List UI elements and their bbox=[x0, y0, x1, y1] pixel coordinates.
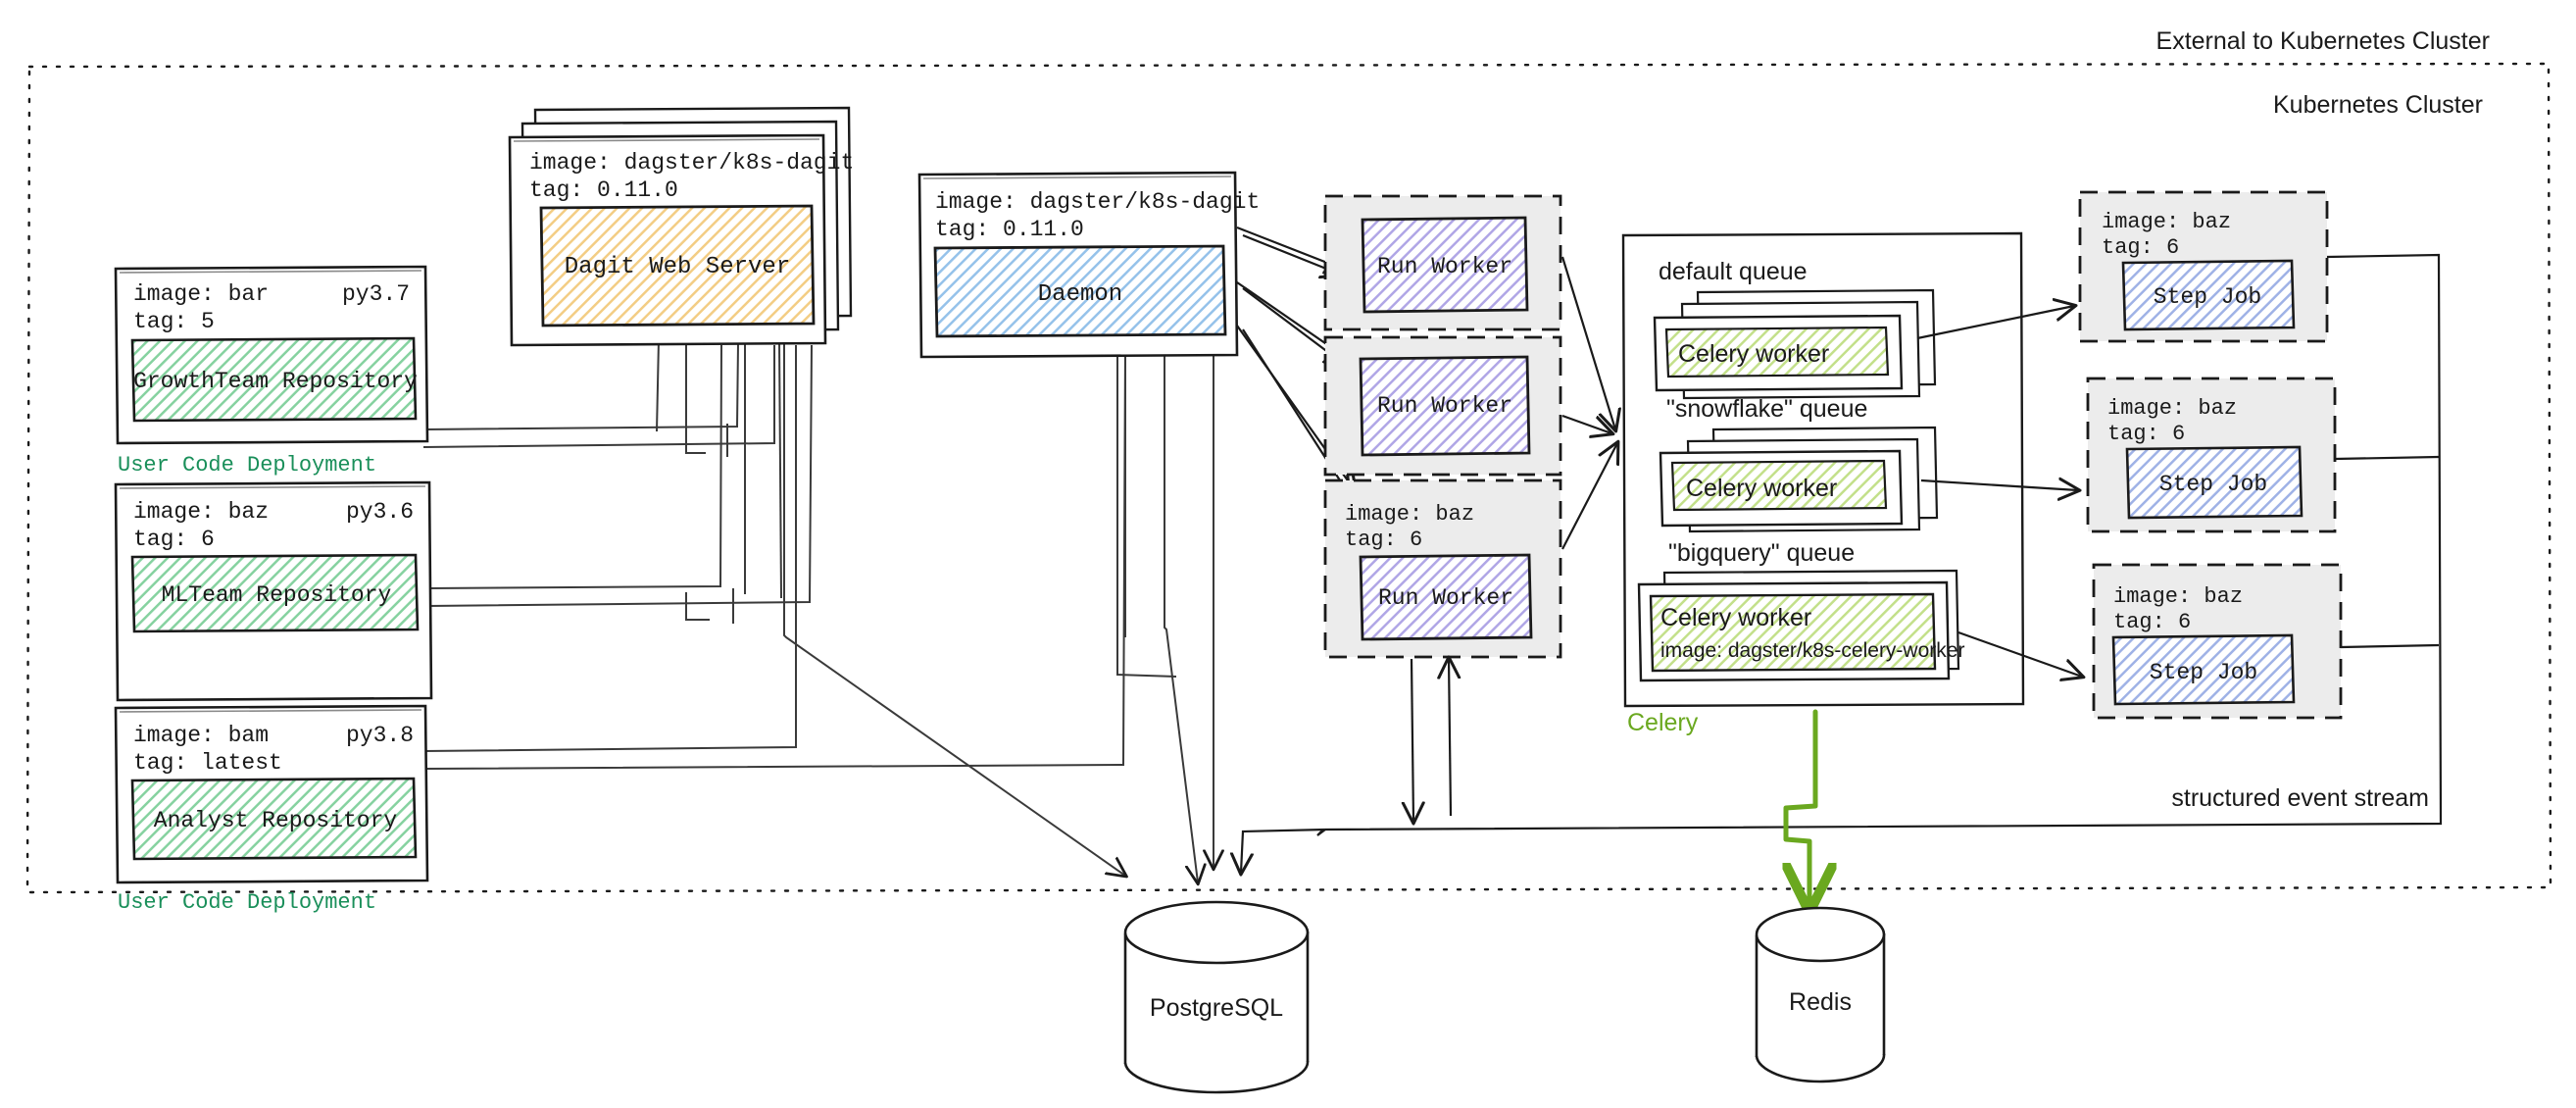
step-job-3-image: image: baz bbox=[2113, 584, 2243, 609]
postgresql-database[interactable]: PostgreSQL bbox=[1123, 900, 1310, 1094]
celery-to-redis-arrow bbox=[1786, 709, 1815, 908]
redis-label: Redis bbox=[1789, 988, 1852, 1016]
run-worker-1-title: Run Worker bbox=[1377, 254, 1512, 279]
deployment-1-image: image: bar bbox=[133, 281, 269, 307]
deployment-3-repository-label: Analyst Repository bbox=[154, 808, 398, 833]
event-stream-label: structured event stream bbox=[2171, 784, 2429, 812]
celery-container[interactable]: default queue Celery worker "snowflake" … bbox=[1621, 231, 2025, 736]
step-job-2-tag: tag: 6 bbox=[2107, 422, 2185, 446]
run-worker-to-celery-arrows bbox=[1560, 256, 1617, 550]
step-job-2[interactable]: image: baz tag: 6 Step Job bbox=[2086, 377, 2337, 533]
run-worker-2-title: Run Worker bbox=[1377, 393, 1512, 419]
daemon-tag: tag: 0.11.0 bbox=[935, 217, 1084, 242]
deployment-3-tag: tag: latest bbox=[133, 750, 282, 776]
step-job-2-image: image: baz bbox=[2107, 396, 2237, 421]
deployment-2-tag: tag: 6 bbox=[133, 527, 215, 552]
celery-label: Celery bbox=[1627, 709, 1699, 736]
run-worker-3-image: image: baz bbox=[1345, 502, 1474, 527]
cluster-boundary-label: Kubernetes Cluster bbox=[2273, 91, 2483, 119]
deployment-1-tag: tag: 5 bbox=[133, 309, 215, 334]
run-worker-2[interactable]: Run Worker bbox=[1323, 335, 1562, 477]
celery-worker-stack-1[interactable]: Celery worker bbox=[1653, 288, 1937, 400]
step-job-1-tag: tag: 6 bbox=[2102, 235, 2179, 260]
dagit-web-server[interactable]: image: dagster/k8s-dagit tag: 0.11.0 Dag… bbox=[508, 106, 854, 347]
step-job-3-title: Step Job bbox=[2150, 660, 2257, 685]
run-worker-event-stream-arrows bbox=[1412, 659, 1451, 822]
run-worker-3[interactable]: image: baz tag: 6 Run Worker bbox=[1323, 478, 1562, 659]
daemon-title: Daemon bbox=[1038, 281, 1122, 308]
run-worker-3-tag: tag: 6 bbox=[1345, 528, 1422, 552]
step-job-2-title: Step Job bbox=[2159, 472, 2267, 497]
external-boundary: External to Kubernetes Cluster bbox=[2156, 27, 2490, 55]
event-stream-to-postgres bbox=[1241, 828, 1326, 873]
user-code-deployment-2[interactable]: image: baz tag: 6 py3.6 MLTeam Repositor… bbox=[114, 480, 433, 734]
celery-worker-3-label: Celery worker bbox=[1660, 604, 1811, 631]
redis-database[interactable]: Redis bbox=[1755, 906, 1886, 1083]
celery-worker-2-label: Celery worker bbox=[1686, 475, 1837, 502]
connector-lines bbox=[422, 294, 1214, 882]
step-job-1-title: Step Job bbox=[2154, 284, 2261, 310]
deployment-3-python-version: py3.8 bbox=[346, 723, 414, 748]
kubernetes-cluster-boundary: Kubernetes Cluster bbox=[25, 62, 2552, 894]
queue-2-label: "snowflake" queue bbox=[1666, 395, 1867, 423]
user-code-deployment-1[interactable]: image: bar tag: 5 py3.7 GrowthTeam Repos… bbox=[114, 265, 429, 478]
step-job-1-image: image: baz bbox=[2102, 210, 2231, 234]
postgresql-label: PostgreSQL bbox=[1150, 994, 1283, 1022]
queue-3-label: "bigquery" queue bbox=[1668, 539, 1855, 567]
step-job-3-tag: tag: 6 bbox=[2113, 610, 2191, 634]
step-job-1[interactable]: image: baz tag: 6 Step Job bbox=[2078, 190, 2329, 343]
deployment-1-python-version: py3.7 bbox=[342, 281, 410, 307]
deployment-1-repository-label: GrowthTeam Repository bbox=[133, 369, 418, 394]
celery-worker-stack-3[interactable]: Celery worker image: dagster/k8s-celery-… bbox=[1637, 569, 1964, 682]
celery-to-step-job-arrows bbox=[1916, 306, 2082, 677]
dagit-title: Dagit Web Server bbox=[565, 254, 790, 280]
deployment-1-caption: User Code Deployment bbox=[118, 453, 376, 478]
queue-1-label: default queue bbox=[1659, 258, 1808, 285]
structured-event-stream-bus bbox=[1316, 253, 2443, 836]
celery-worker-1-label: Celery worker bbox=[1678, 340, 1829, 368]
deployment-3-image: image: bam bbox=[133, 723, 269, 748]
deployment-2-repository-label: MLTeam Repository bbox=[162, 582, 392, 608]
deployment-3-caption: User Code Deployment bbox=[118, 890, 376, 915]
daemon-image: image: dagster/k8s-dagit bbox=[935, 189, 1260, 215]
deployment-2-image: image: baz bbox=[133, 499, 269, 525]
user-code-deployment-3[interactable]: image: bam tag: latest py3.8 Analyst Rep… bbox=[114, 704, 429, 915]
external-boundary-label: External to Kubernetes Cluster bbox=[2156, 27, 2490, 55]
dagit-image: image: dagster/k8s-dagit bbox=[529, 150, 854, 176]
run-worker-1[interactable]: Run Worker bbox=[1323, 194, 1562, 331]
step-job-3[interactable]: image: baz tag: 6 Step Job bbox=[2092, 563, 2343, 720]
daemon-node[interactable]: image: dagster/k8s-dagit tag: 0.11.0 Dae… bbox=[917, 171, 1260, 359]
dagit-tag: tag: 0.11.0 bbox=[529, 177, 678, 203]
run-worker-3-title: Run Worker bbox=[1378, 585, 1513, 611]
celery-worker-stack-2[interactable]: Celery worker bbox=[1659, 426, 1939, 533]
celery-worker-3-image: image: dagster/k8s-celery-worker bbox=[1660, 639, 1964, 662]
deployment-2-python-version: py3.6 bbox=[346, 499, 414, 525]
